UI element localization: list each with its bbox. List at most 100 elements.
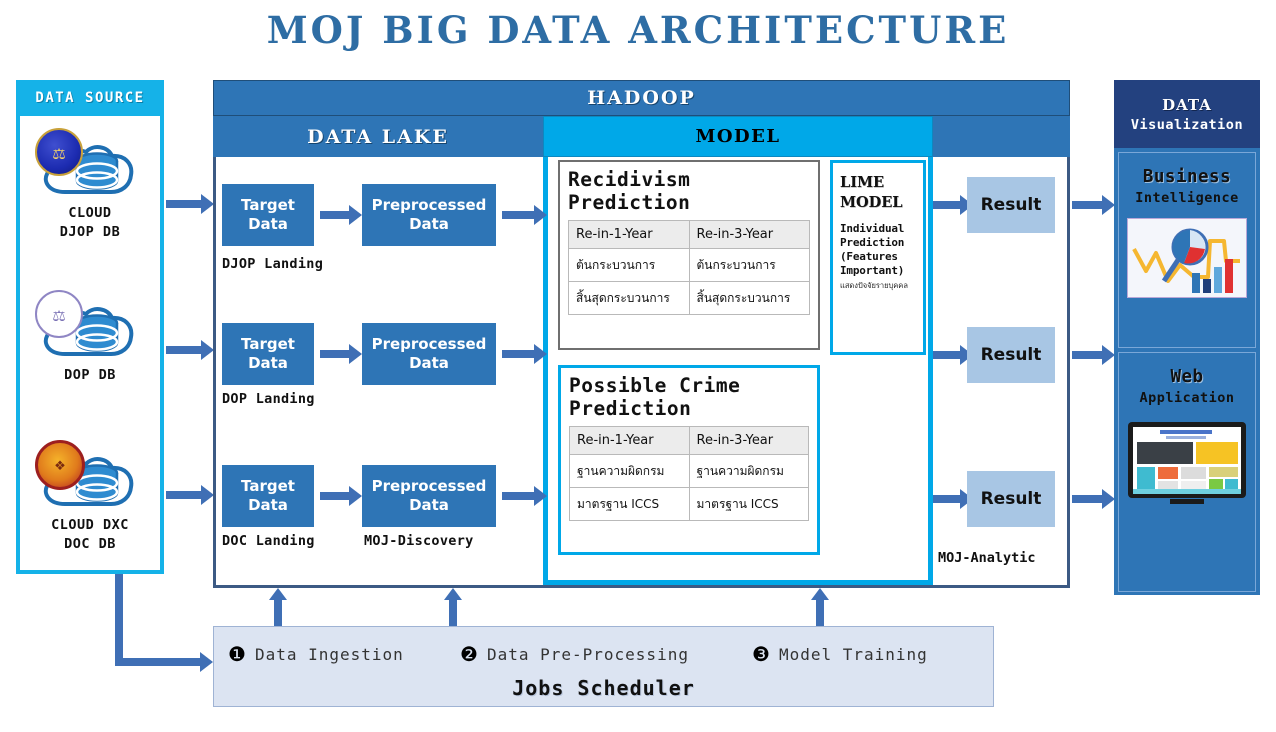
data-source-label-line1: DOP DB [64, 367, 116, 383]
lime-subtitle: Individual Prediction (Features Importan… [840, 222, 905, 277]
step-number-1: ❶ [228, 642, 246, 666]
table-row: ฐานความผิดกรม ฐานความผิดกรม [569, 454, 809, 488]
arrow-target-to-pre-1 [320, 205, 362, 225]
arrow-pre-to-model-3 [502, 486, 548, 506]
web-application-card[interactable]: Web Application [1118, 352, 1256, 592]
visualization-header-line2: Visualization [1130, 116, 1244, 133]
hadoop-header-label: HADOOP [587, 87, 696, 109]
data-source-item-djop[interactable]: ⚖ CLOUD DJOP DB [20, 128, 160, 242]
data-source-label-line2: DOC DB [64, 536, 116, 552]
step-label-3: Model Training [778, 644, 928, 664]
scales-glyph: ⚖ [52, 302, 66, 326]
arrow-target-to-pre-3 [320, 486, 362, 506]
scheduler-step-3[interactable]: ❸ Model Training [752, 644, 928, 664]
possible-crime-table: Re-in-1-Year Re-in-3-Year ฐานความผิดกรม … [569, 426, 809, 521]
arrow-scheduler-to-preprocessing [443, 588, 463, 628]
recidivism-table: Re-in-1-Year Re-in-3-Year ต้นกระบวนการ ต… [568, 220, 810, 315]
landing-label-dop: DOP Landing [222, 391, 315, 407]
cell: ฐานความผิดกรม [688, 454, 809, 488]
cell: ต้นกระบวนการ [688, 248, 810, 282]
result-box-3[interactable]: Result [967, 471, 1055, 527]
arrow-result-to-vis-3 [1072, 489, 1116, 509]
target-data-line2: Data [248, 215, 288, 233]
moj-analytic-label: MOJ-Analytic [938, 550, 1036, 566]
scheduler-step-1[interactable]: ❶ Data Ingestion [228, 644, 404, 664]
cell: มาตรฐาน ICCS [688, 487, 809, 521]
business-intelligence-card[interactable]: Business Intelligence [1118, 152, 1256, 348]
col-header: Re-in-3-Year [688, 426, 809, 455]
database-cylinder-icon [75, 314, 119, 352]
result-box-2[interactable]: Result [967, 327, 1055, 383]
web-title-line2: Application [1139, 390, 1235, 406]
step-label-2: Data Pre-Processing [486, 644, 689, 664]
jobs-scheduler-panel [213, 626, 994, 707]
data-source-header-label: DATA SOURCE [35, 90, 145, 106]
table-row: สิ้นสุดกระบวนการ สิ้นสุดกระบวนการ [568, 281, 810, 315]
data-source-item-dop[interactable]: ⚖ DOP DB [20, 290, 160, 385]
table-header-row: Re-in-1-Year Re-in-3-Year [569, 426, 809, 455]
scales-glyph: ⚖ [52, 140, 66, 164]
bi-chart-icon [1127, 218, 1247, 298]
arrow-dop-to-lake [166, 340, 214, 360]
arrow-source-to-scheduler [115, 652, 215, 672]
hadoop-header: HADOOP [213, 80, 1070, 116]
model-title-label: MODEL [695, 126, 781, 147]
cell: ฐานความผิดกรม [569, 454, 690, 488]
data-lake-title-label: DATA LAKE [307, 125, 449, 148]
arrow-pre-to-model-2 [502, 344, 548, 364]
table-row: มาตรฐาน ICCS มาตรฐาน ICCS [569, 487, 809, 521]
col-header: Re-in-1-Year [569, 426, 690, 455]
visualization-header: DATA Visualization [1114, 80, 1260, 148]
arrow-pre-to-model-1 [502, 205, 548, 225]
data-lake-title: DATA LAKE [213, 116, 543, 157]
scheduler-step-2[interactable]: ❷ Data Pre-Processing [460, 644, 689, 664]
arrow-scheduler-to-training [810, 588, 830, 628]
doc-emblem: ❖ [35, 440, 85, 490]
database-cylinder-icon [75, 152, 119, 190]
col-header: Re-in-1-Year [568, 220, 690, 249]
database-cylinder-icon [75, 464, 119, 502]
cell: มาตรฐาน ICCS [569, 487, 690, 521]
cell: สิ้นสุดกระบวนการ [568, 281, 690, 315]
garuda-glyph: ❖ [54, 454, 66, 475]
web-title-line1: Web [1170, 367, 1204, 387]
model-title: MODEL [543, 116, 933, 157]
cloud-database-icon: ⚖ [31, 290, 149, 362]
table-header-row: Re-in-1-Year Re-in-3-Year [568, 220, 810, 249]
data-source-label-line1: CLOUD DXC [51, 517, 129, 533]
data-source-label-line2: DJOP DB [59, 224, 121, 240]
data-source-item-doc[interactable]: ❖ CLOUD DXC DOC DB [20, 440, 160, 554]
bi-title-line1: Business [1142, 167, 1232, 187]
page-title: MOJ BIG DATA ARCHITECTURE [266, 8, 1010, 52]
step-label-1: Data Ingestion [254, 644, 404, 664]
cell: ต้นกระบวนการ [568, 248, 690, 282]
preprocessed-line1: Preprocessed [371, 196, 487, 214]
result-box-1[interactable]: Result [967, 177, 1055, 233]
arrow-djop-to-lake [166, 194, 214, 214]
step-number-2: ❷ [460, 642, 478, 666]
jobs-scheduler-title: Jobs Scheduler [512, 676, 695, 700]
arrow-result-to-vis-2 [1072, 345, 1116, 365]
lime-thai-note: แสดงปัจจัยรายบุคคล [840, 281, 908, 290]
data-source-header: DATA SOURCE [16, 80, 164, 116]
arrow-target-to-pre-2 [320, 344, 362, 364]
data-source-label-line1: CLOUD [68, 205, 112, 221]
scheduler-elbow-vertical [115, 574, 123, 660]
landing-label-doc: DOC Landing [222, 533, 315, 549]
dop-emblem: ⚖ [35, 290, 83, 338]
step-number-3: ❸ [752, 642, 770, 666]
arrow-scheduler-to-ingestion [268, 588, 288, 628]
table-row: ต้นกระบวนการ ต้นกระบวนการ [568, 248, 810, 282]
target-data-line1: Target [241, 196, 295, 214]
col-header: Re-in-3-Year [688, 220, 810, 249]
